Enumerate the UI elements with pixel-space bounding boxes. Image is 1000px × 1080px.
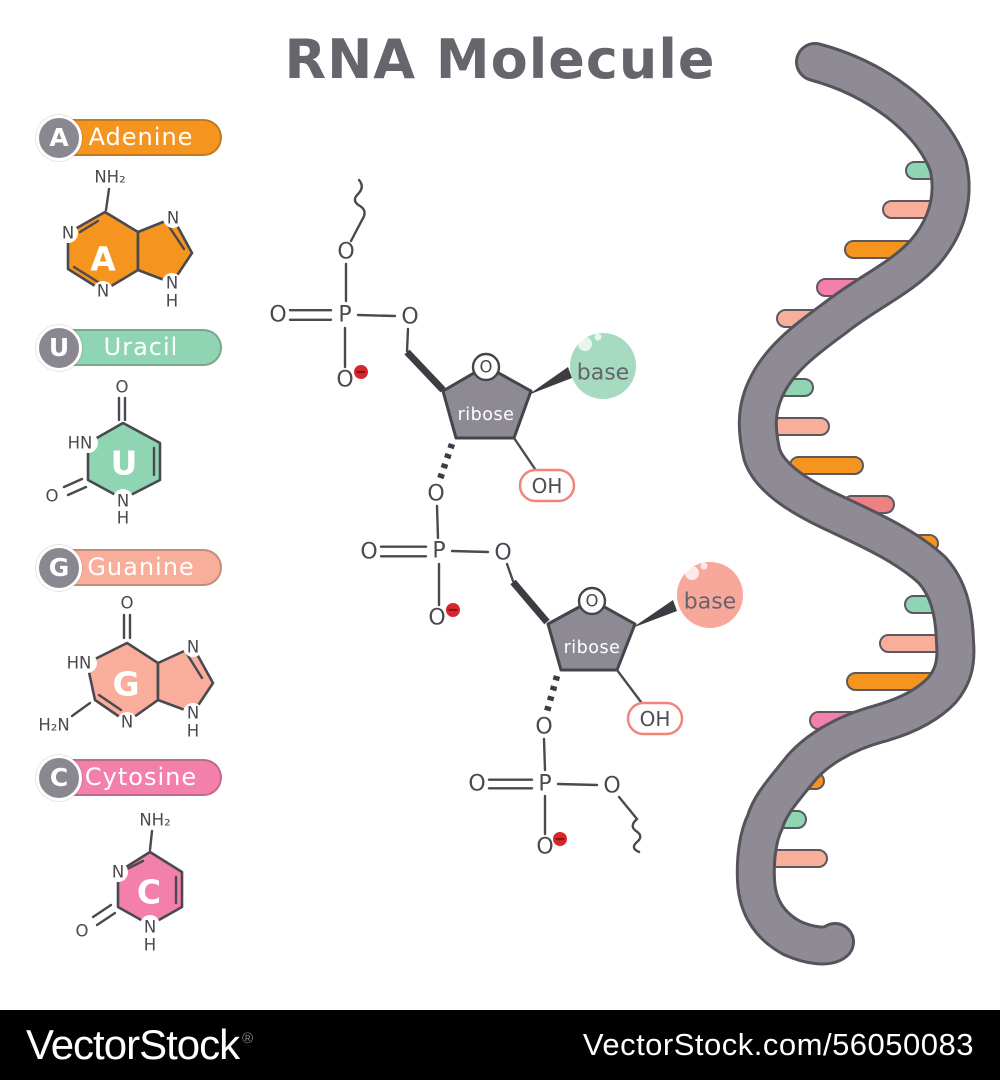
guanine-o-label: O bbox=[121, 594, 134, 613]
cytosine-ring-letter: C bbox=[137, 873, 161, 912]
watermark-id: VectorStock.com/56050083 bbox=[582, 1027, 974, 1062]
uracil-o-label: O bbox=[116, 378, 129, 397]
uracil-structure: O O HN N H U bbox=[46, 378, 162, 526]
ribose-1-label: ribose bbox=[458, 405, 515, 425]
cytosine-nh2-label: NH₂ bbox=[139, 811, 170, 830]
chain-squiggle-top bbox=[349, 178, 366, 243]
cytosine-label: Cytosine bbox=[40, 759, 222, 796]
o-atom: O bbox=[603, 774, 620, 799]
phosphorus-atom: P bbox=[538, 772, 551, 797]
o-atom: O bbox=[468, 772, 485, 797]
legend-item-cytosine: Cytosine C bbox=[36, 755, 228, 803]
cytosine-letter-badge: C bbox=[36, 755, 82, 801]
guanine-pentagon bbox=[156, 645, 215, 715]
o-atom: O bbox=[360, 540, 377, 565]
base-bond-wedge bbox=[632, 600, 677, 628]
adenine-ring-letter: A bbox=[90, 240, 116, 279]
guanine-letter-badge: G bbox=[36, 545, 82, 591]
rna-strand-ribbon-fill bbox=[738, 45, 973, 963]
watermark-bar: VectorStock® VectorStock.com/56050083 bbox=[0, 1010, 1000, 1080]
base-bubble-2: base bbox=[677, 562, 743, 628]
ribose-2-label: ribose bbox=[564, 638, 621, 658]
rna-helix bbox=[735, 42, 976, 966]
oh-group-2: OH bbox=[626, 701, 684, 736]
o-atom: O bbox=[269, 303, 286, 328]
ring-oxygen: O bbox=[480, 358, 493, 377]
adenine-n-label: N bbox=[62, 224, 74, 243]
cytosine-h-label: H bbox=[144, 936, 156, 955]
negative-charge-icon bbox=[553, 832, 567, 846]
ribose-2 bbox=[546, 598, 637, 672]
backbone-diagram: O P O O O O ribose base OH bbox=[269, 178, 743, 860]
uracil-hn-label: HN bbox=[68, 434, 93, 453]
o-atom: O bbox=[535, 715, 552, 740]
o-atom: O bbox=[337, 240, 354, 265]
adenine-h-label: H bbox=[166, 292, 178, 309]
phosphorus-atom: P bbox=[338, 303, 351, 328]
adenine-structure: NH₂ N N N N H A bbox=[58, 168, 194, 309]
base-1-label: base bbox=[577, 361, 629, 386]
cytosine-o-label: O bbox=[76, 922, 89, 941]
base-bond-wedge bbox=[528, 367, 572, 395]
uracil-letter-badge: U bbox=[36, 325, 82, 371]
adenine-n-label: N bbox=[166, 274, 178, 293]
uracil-n-label: N bbox=[117, 492, 129, 511]
uracil-h-label: H bbox=[117, 509, 129, 526]
legend-item-uracil: Uracil U bbox=[36, 325, 228, 373]
guanine-ring-letter: G bbox=[112, 665, 139, 704]
ribose-1 bbox=[441, 364, 533, 440]
guanine-hn-label: HN bbox=[67, 654, 92, 673]
base-2-label: base bbox=[684, 590, 736, 615]
ring-oxygen: O bbox=[586, 592, 599, 611]
page-title: RNA Molecule bbox=[284, 28, 716, 91]
oh-group-1: OH bbox=[518, 468, 576, 503]
uracil-ring-letter: U bbox=[111, 444, 138, 483]
guanine-n-label: N bbox=[187, 704, 199, 723]
legend-item-guanine: Guanine G bbox=[36, 545, 228, 593]
o-atom: O bbox=[427, 482, 444, 507]
o-atom: O bbox=[336, 368, 353, 393]
adenine-nh2-label: NH₂ bbox=[94, 168, 125, 187]
o-atom: O bbox=[428, 606, 445, 631]
chain-squiggle-bottom bbox=[617, 795, 642, 854]
svg-text:OH: OH bbox=[640, 707, 671, 731]
guanine-n-label: N bbox=[121, 713, 133, 732]
cytosine-n-label: N bbox=[112, 863, 124, 882]
adenine-n-label: N bbox=[97, 282, 109, 301]
watermark-brand: VectorStock® bbox=[26, 1021, 254, 1068]
cytosine-structure: NH₂ N O N H C bbox=[76, 811, 184, 955]
o-atom: O bbox=[494, 541, 511, 566]
adenine-n-label: N bbox=[167, 209, 179, 228]
registered-mark: ® bbox=[242, 1030, 254, 1047]
base-bubble-1: base bbox=[570, 333, 636, 399]
uracil-o-label: O bbox=[46, 487, 59, 506]
guanine-structure: O HN H₂N N N N H G bbox=[38, 594, 215, 741]
negative-charge-icon bbox=[354, 365, 368, 379]
adenine-letter-badge: A bbox=[36, 115, 82, 161]
guanine-h-label: H bbox=[187, 722, 199, 741]
guanine-h2n-label: H₂N bbox=[38, 716, 69, 735]
guanine-n-label: N bbox=[187, 638, 199, 657]
svg-text:OH: OH bbox=[532, 474, 563, 498]
o-atom: O bbox=[536, 835, 553, 860]
o-atom: O bbox=[401, 305, 418, 330]
legend-item-adenine: Adenine A bbox=[36, 115, 228, 163]
cytosine-n-label: N bbox=[144, 918, 156, 937]
base-bar bbox=[879, 634, 945, 653]
negative-charge-icon bbox=[446, 603, 460, 617]
phosphorus-atom: P bbox=[432, 539, 445, 564]
